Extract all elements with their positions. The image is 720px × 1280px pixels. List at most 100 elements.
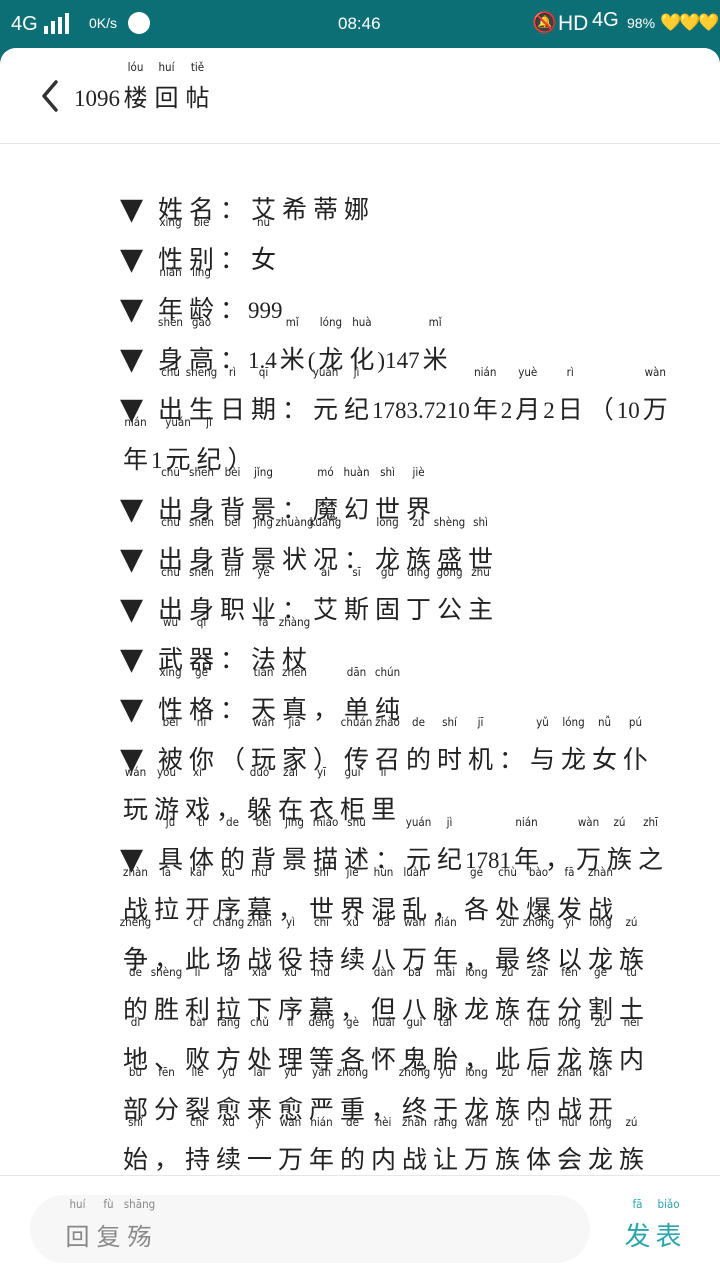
pinyin: jī xyxy=(477,715,484,729)
pinyin: lóng xyxy=(562,715,585,729)
pinyin: jǐng xyxy=(254,515,273,529)
text-run: 1096 xyxy=(74,86,120,111)
pinyin: chǎng xyxy=(212,915,245,929)
text-run: 999 xyxy=(248,298,283,323)
pinyin: fā xyxy=(632,1197,643,1211)
pinyin: mǐ xyxy=(428,315,442,329)
pinyin: cǐ xyxy=(503,1015,512,1029)
punctuation: ： xyxy=(219,195,245,224)
pinyin: lóng xyxy=(589,1115,612,1129)
punctuation: ： xyxy=(219,645,245,674)
pinyin: zài xyxy=(531,965,546,979)
triangle-down-icon: ▼ xyxy=(120,592,144,627)
chevron-left-icon[interactable] xyxy=(38,78,64,114)
pinyin: wǔ xyxy=(162,615,179,629)
pinyin: huì xyxy=(561,1115,578,1129)
post-content: ▼姓xìng名míng：艾ài希xī蒂dì娜nà▼性xìng别bié：女nǚ▼年… xyxy=(0,185,720,1175)
pinyin: bèi xyxy=(162,715,179,729)
pinyin: xù xyxy=(222,1115,235,1129)
pinyin: nián xyxy=(434,915,457,929)
pinyin: jì xyxy=(353,365,360,379)
triangle-down-icon: ▼ xyxy=(120,342,144,377)
pinyin: lóng xyxy=(589,915,612,929)
pinyin: jǐng xyxy=(254,465,273,479)
pinyin: cǐ xyxy=(193,915,202,929)
pinyin: yè xyxy=(257,565,270,579)
pinyin: de xyxy=(226,815,239,829)
character: 名míng xyxy=(188,195,214,224)
text-run: 2 xyxy=(500,398,513,423)
triangle-down-icon: ▼ xyxy=(120,642,144,677)
pinyin: jì xyxy=(446,815,453,829)
pinyin: hùn xyxy=(373,865,394,879)
pinyin: shēng xyxy=(185,365,218,379)
pinyin: zhī xyxy=(643,815,658,829)
pinyin: ài xyxy=(320,565,331,579)
pinyin: dān xyxy=(346,665,367,679)
pinyin: bèi xyxy=(224,465,241,479)
pinyin: mài xyxy=(435,965,456,979)
punctuation: ， xyxy=(153,1145,179,1174)
pinyin: lóng xyxy=(376,515,399,529)
pinyin: shēn xyxy=(189,465,214,479)
pinyin: chuán xyxy=(340,715,373,729)
pinyin: lā xyxy=(161,865,172,879)
pinyin: zú xyxy=(501,1065,514,1079)
pinyin: shāng xyxy=(123,1197,156,1211)
triangle-down-icon: ▼ xyxy=(120,842,144,877)
mute-bell-icon: 🔕 xyxy=(532,12,557,34)
text-run: 1 xyxy=(151,448,163,473)
pinyin: wán xyxy=(252,715,275,729)
pinyin: shèng xyxy=(150,965,183,979)
pinyin: jì xyxy=(206,415,212,429)
pinyin: yuán xyxy=(312,365,339,379)
